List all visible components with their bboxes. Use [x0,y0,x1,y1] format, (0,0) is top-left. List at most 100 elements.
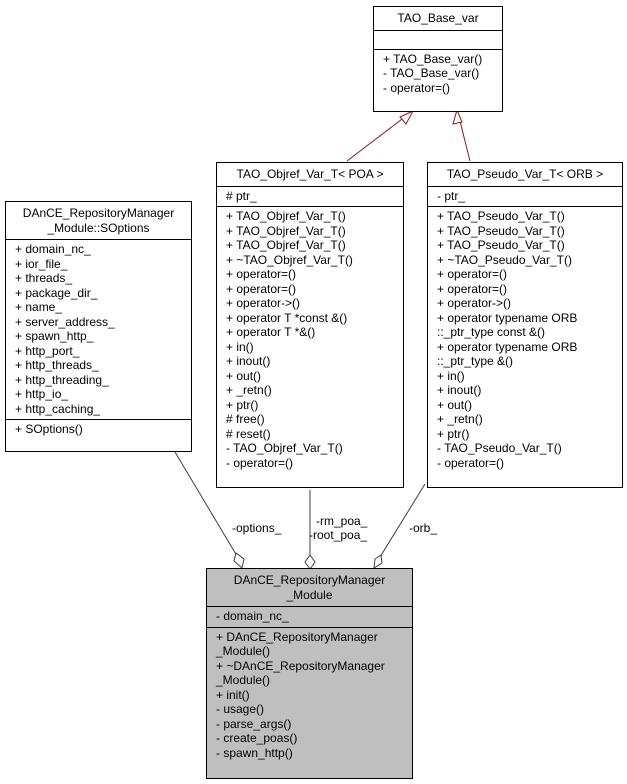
attribute-item: + http_io_ [15,387,69,401]
method-item: ::_ptr_type const &() [437,325,546,339]
method-item: + operator=() [226,281,297,296]
method-item: + in() [437,368,465,383]
class-attributes-section: # ptr_ [217,185,403,207]
class-title-line: DAnCE_RepositoryManager [22,206,175,220]
attribute-item: - domain_nc_ [216,609,289,623]
class-title-section: DAnCE_RepositoryManager_Module [207,569,412,606]
class-methods-section: + TAO_Base_var()- TAO_Base_var()- operat… [374,48,502,99]
class-methods-section: + TAO_Pseudo_Var_T()+ TAO_Pseudo_Var_T()… [428,206,622,473]
method-item: - TAO_Objref_Var_T() [226,441,343,455]
attribute-item: + name_ [15,300,63,314]
attribute-item: + http_threading_ [15,372,109,387]
poa-diamond [304,554,316,570]
method-item: + operator typename ORB [437,339,578,354]
method-item: + _retn() [226,383,272,397]
options-diamond [233,552,245,569]
inheritance-edge-objref [346,112,411,162]
method-item: - usage() [216,702,265,716]
method-item: + TAO_Objref_Var_T() [226,223,346,238]
class-methods-section: + DAnCE_RepositoryManager_Module()+ ~DAn… [207,626,412,764]
method-item: + TAO_Base_var() [383,51,483,66]
method-item: + TAO_Objref_Var_T() [226,209,346,223]
method-item: ::_ptr_type &() [437,354,514,368]
method-item: + ~TAO_Objref_Var_T() [226,252,353,267]
class-tao-pseudo-var-t[interactable]: TAO_Pseudo_Var_T< ORB > - ptr_ + TAO_Pseud… [427,162,623,488]
method-item: + operator->() [226,296,301,310]
method-item: + init() [216,687,250,702]
method-item: _Module() [216,673,271,687]
class-soptions[interactable]: DAnCE_RepositoryManager_Module::SOptions… [5,201,192,452]
class-attributes-section: + domain_nc_+ ior_file_+ threads_+ packa… [6,239,191,419]
method-item: + in() [226,339,254,354]
method-item: - spawn_http() [216,745,293,760]
class-attributes-section: - domain_nc_ [207,606,412,627]
class-title-section: TAO_Base_var [374,7,502,30]
poa-edge-label-rm: -rm_poa_ [316,514,368,528]
options-edge-label: -options_ [232,521,282,535]
attribute-item: + server_address_ [15,314,115,329]
method-item: + _retn() [437,412,483,426]
method-item: + operator->() [437,296,512,310]
method-item: + TAO_Pseudo_Var_T() [437,238,565,252]
method-item: - TAO_Pseudo_Var_T() [437,441,562,455]
method-item: + DAnCE_RepositoryManager [216,629,378,644]
inheritance-arrowhead-pseudo [452,108,463,125]
method-item: - parse_args() [216,716,292,731]
class-attributes-section: - ptr_ [428,185,622,207]
class-dance-repositorymanager-module[interactable]: DAnCE_RepositoryManager_Module - domain_n… [206,568,413,779]
attribute-item: # ptr_ [226,188,257,203]
attribute-item: + http_threads_ [15,358,99,372]
attribute-item: + http_caching_ [15,401,101,416]
method-item: + inout() [226,354,271,368]
method-item: + SOptions() [15,422,83,436]
class-tao-objref-var-t[interactable]: TAO_Objref_Var_T< POA > # ptr_ + TAO_Objre… [216,162,404,488]
method-item: + operator typename ORB [437,310,578,325]
class-title-line: TAO_Pseudo_Var_T< ORB > [446,167,604,181]
method-item: # free() [226,412,265,426]
method-item: + TAO_Pseudo_Var_T() [437,209,565,223]
method-item: + ~DAnCE_RepositoryManager [216,658,385,673]
method-item: - operator=() [437,455,505,470]
method-item: _Module() [216,644,271,658]
attribute-item: + domain_nc_ [15,242,91,256]
method-item: # reset() [226,426,271,441]
class-attributes-section [374,29,502,49]
orb-edge-label: -orb_ [409,521,438,535]
class-title-line: _Module [286,587,333,602]
method-item: + out() [437,397,473,412]
class-title-line: DAnCE_RepositoryManager [233,573,386,587]
method-item: - create_poas() [216,731,298,745]
attribute-item: + threads_ [15,271,73,285]
class-tao-base-var[interactable]: TAO_Base_var + TAO_Base_var()- TAO_Base_v… [373,6,503,112]
inheritance-arrowhead-objref [399,109,415,125]
class-title-line: TAO_Objref_Var_T< POA > [236,167,384,181]
method-item: + inout() [437,383,482,397]
attribute-item: - ptr_ [437,188,466,203]
method-item: - operator=() [383,80,451,95]
class-title-section: TAO_Pseudo_Var_T< ORB > [428,163,622,186]
method-item: - TAO_Base_var() [383,66,480,80]
method-item: + operator T *&() [226,325,316,339]
class-methods-section: + TAO_Objref_Var_T()+ TAO_Objref_Var_T()… [217,206,403,473]
method-item: + operator=() [437,267,508,281]
class-methods-section: + SOptions() [6,419,191,440]
method-item: + out() [226,368,262,383]
orb-diamond [373,554,383,569]
method-item: + ~TAO_Pseudo_Var_T() [437,252,572,267]
method-item: + ptr() [226,397,259,412]
class-title-section: TAO_Objref_Var_T< POA > [217,163,403,186]
method-item: + TAO_Pseudo_Var_T() [437,223,565,238]
method-item: - operator=() [226,455,294,470]
poa-edge-label-root: -root_poa_ [309,528,368,542]
orb-edge [379,483,426,558]
options-edge [174,451,238,557]
method-item: + operator=() [226,267,297,281]
class-title-line: _Module::SOptions [47,220,150,235]
attribute-item: + package_dir_ [15,285,98,300]
method-item: + ptr() [437,426,470,441]
class-title-section: DAnCE_RepositoryManager_Module::SOptions [6,202,191,239]
attribute-item: + http_port_ [15,343,80,358]
class-title-line: TAO_Base_var [397,11,479,25]
method-item: + TAO_Objref_Var_T() [226,238,346,252]
